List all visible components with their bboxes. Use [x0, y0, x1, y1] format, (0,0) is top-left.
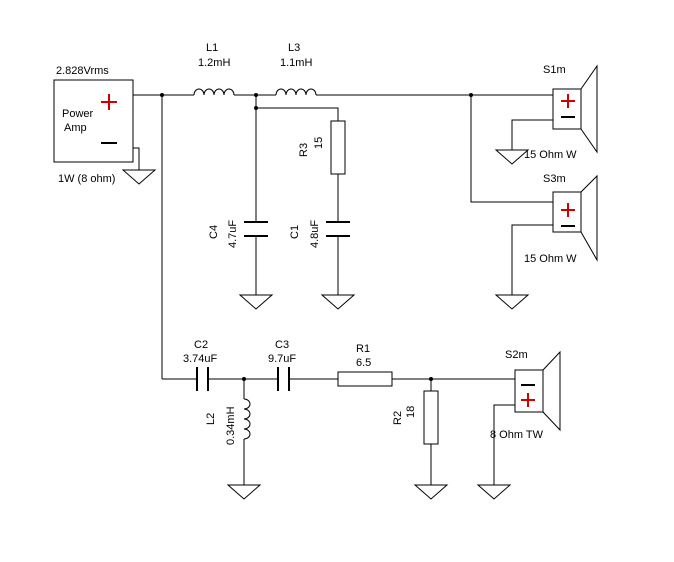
C3-value: 9.7uF	[268, 353, 296, 365]
S1m-desc: 15 Ohm W	[524, 149, 577, 161]
inductor-L3: L3 1.1mH	[275, 42, 317, 96]
ground-symbol	[494, 294, 530, 310]
power-amp-label-2: Amp	[64, 122, 87, 134]
capacitor-C3: C3 9.7uF	[268, 339, 296, 391]
resistor-R2: R2 18	[392, 390, 439, 445]
capacitor-C4: C4 4.7uF	[208, 220, 268, 248]
ground-symbol	[413, 484, 449, 500]
speaker-S1m: S1m 15 Ohm W	[524, 64, 598, 161]
ground-symbol	[238, 294, 274, 310]
power-amp: Power Amp 2.828Vrms 1W (8 ohm)	[53, 65, 134, 185]
C4-value: 4.7uF	[227, 220, 239, 248]
L3-value: 1.1mH	[280, 57, 312, 69]
source-voltage: 2.828Vrms	[56, 65, 109, 77]
ground-symbol	[121, 169, 157, 185]
C1-ref: C1	[289, 225, 301, 239]
C3-ref: C3	[275, 339, 289, 351]
C1-value: 4.8uF	[309, 220, 321, 248]
S2m-ref: S2m	[505, 349, 528, 361]
S2m-desc: 8 Ohm TW	[490, 429, 544, 441]
source-rating: 1W (8 ohm)	[58, 173, 115, 185]
capacitor-C1: C1 4.8uF	[289, 220, 350, 248]
R3-value: 15	[313, 137, 325, 149]
L1-ref: L1	[206, 42, 218, 54]
C2-value: 3.74uF	[183, 353, 218, 365]
resistor-R3: R3 15	[298, 120, 346, 175]
L1-value: 1.2mH	[198, 57, 230, 69]
S3m-desc: 15 Ohm W	[524, 253, 577, 265]
C4-ref: C4	[208, 225, 220, 239]
ground-symbol	[476, 484, 512, 500]
ground-symbol	[494, 149, 530, 165]
L2-ref: L2	[205, 413, 217, 425]
L3-ref: L3	[288, 42, 300, 54]
R1-ref: R1	[356, 343, 370, 355]
speaker-S2m: S2m 8 Ohm TW	[490, 349, 561, 441]
inductor-L1: L1 1.2mH	[193, 42, 235, 96]
C2-ref: C2	[194, 339, 208, 351]
ground-symbol	[320, 294, 356, 310]
capacitor-C2: C2 3.74uF	[183, 339, 218, 391]
L2-value: 0.34mH	[225, 406, 237, 445]
S3m-ref: S3m	[543, 173, 566, 185]
R2-value: 18	[405, 406, 417, 418]
R2-ref: R2	[392, 411, 404, 425]
S1m-ref: S1m	[543, 64, 566, 76]
power-amp-box	[53, 79, 134, 163]
R1-value: 6.5	[356, 357, 371, 369]
speaker-S3m: S3m 15 Ohm W	[524, 173, 598, 265]
power-amp-label-1: Power	[62, 108, 94, 120]
ground-symbol	[226, 484, 262, 500]
resistor-R1: R1 6.5	[337, 343, 393, 387]
inductor-L2: L2 0.34mH	[205, 398, 251, 445]
R3-ref: R3	[298, 143, 310, 157]
